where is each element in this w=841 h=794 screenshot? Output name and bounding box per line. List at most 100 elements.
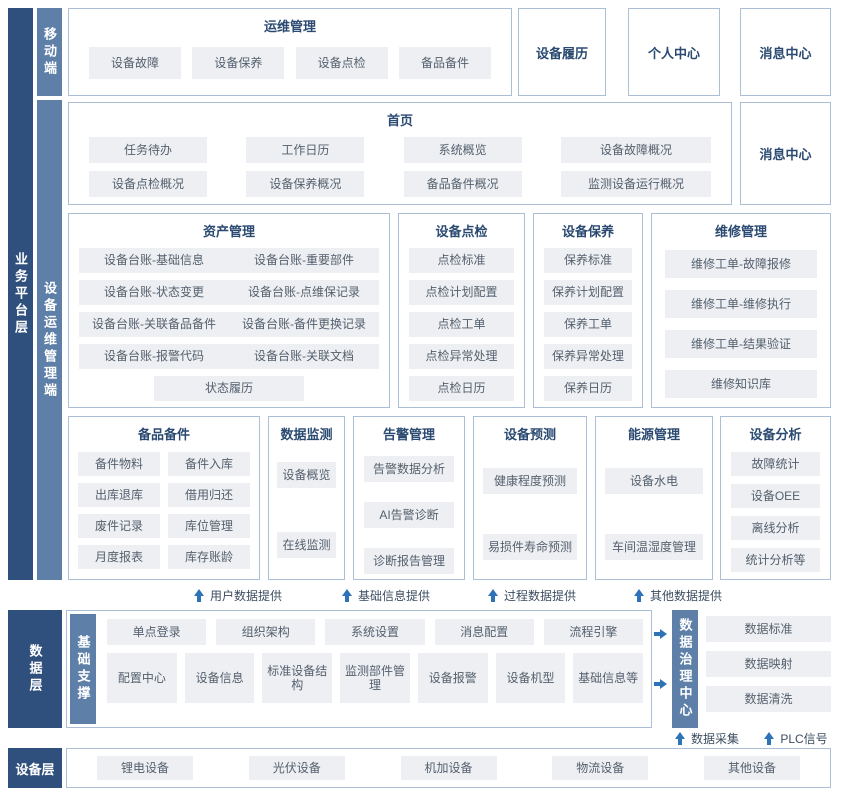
module-item: 设备台账-重要部件 <box>229 248 379 273</box>
module-item: 设备故障 <box>89 47 181 79</box>
panel-repair: 维修管理 维修工单-故障报修维修工单-维修执行维修工单-结果验证维修知识库 <box>651 213 831 408</box>
module-item: 设备点检 <box>295 47 388 79</box>
module-item: 备件入库 <box>168 452 250 476</box>
module-item: 故障统计 <box>731 452 820 476</box>
module-item: 保养标准 <box>544 248 632 273</box>
panel-upkeep: 设备保养 保养标准保养计划配置保养工单保养异常处理保养日历 <box>533 213 643 408</box>
module-item: 其他设备 <box>704 756 800 780</box>
module-item: 维修工单-维修执行 <box>665 290 817 318</box>
module-item: 配置中心 <box>107 653 177 703</box>
module-item: 设备台账-点维保记录 <box>229 280 379 305</box>
panel-title: 运维管理 <box>263 19 316 34</box>
module-item: 设备故障概况 <box>560 137 711 163</box>
module-item: 设备台账-状态变更 <box>79 280 229 305</box>
layer-label-business-platform: 业务平台层 <box>8 8 33 580</box>
spare-items: 备件物料备件入库出库退库借用归还废件记录库位管理月度报表库存账龄 <box>69 448 259 569</box>
module-item: 监测部件管理 <box>340 653 410 703</box>
module-item: 健康程度预测 <box>483 468 577 494</box>
flow-arrow-label: PLC信号 <box>780 731 828 746</box>
flow-arrow-user-data: 用户数据提供 <box>178 584 298 606</box>
module-item: 保养异常处理 <box>544 344 632 369</box>
module-item: 设备水电 <box>605 468 703 494</box>
module-item: 设备台账-备件更换记录 <box>229 312 379 337</box>
module-item: 保养工单 <box>544 312 632 337</box>
panel-title: 能源管理 <box>627 427 680 442</box>
module-item: 设备信息 <box>184 653 255 703</box>
flow-arrow-label: 用户数据提供 <box>209 588 282 603</box>
layer-label-device: 设备层 <box>8 748 62 788</box>
module-item: 设备报警 <box>417 653 488 703</box>
module-item: 工作日历 <box>246 137 365 163</box>
module-item: 点检标准 <box>409 248 514 273</box>
panel-title: 设备预测 <box>503 427 556 442</box>
module-item: 设备台账-关联备品备件 <box>79 312 229 337</box>
flow-arrow-label: 其他数据提供 <box>649 588 722 603</box>
module-item: 库位管理 <box>168 514 250 538</box>
panel-spare-parts: 备品备件 备件物料备件入库出库退库借用归还废件记录库位管理月度报表库存账龄 <box>68 416 260 580</box>
flow-arrow-other-data: 其他数据提供 <box>618 584 738 606</box>
module-item: 维修工单-结果验证 <box>665 330 817 358</box>
flow-arrow-plc-signal: PLC信号 <box>756 727 836 749</box>
panel-title: 设备分析 <box>749 427 802 442</box>
repair-items: 维修工单-故障报修维修工单-维修执行维修工单-结果验证维修知识库 <box>652 245 830 398</box>
module-item: 系统设置 <box>325 619 425 645</box>
panel-home: 首页 任务待办工作日历系统概览设备故障概况设备点检概况设备保养概况备品备件概况监… <box>68 102 732 205</box>
module-item: AI告警诊断 <box>364 502 454 528</box>
flow-arrow-label: 过程数据提供 <box>503 588 576 603</box>
module-item: 出库退库 <box>78 483 160 507</box>
panel-title: 设备保养 <box>561 224 614 239</box>
panel-title: 备品备件 <box>137 427 190 442</box>
layer-label-mobile: 移动端 <box>37 8 62 96</box>
module-item: 监测设备运行概况 <box>560 171 711 197</box>
up-arrow-icon <box>764 731 775 745</box>
panel-title: 告警管理 <box>382 427 435 442</box>
energy-items: 设备水电车间温湿度管理 <box>596 448 712 560</box>
device-items: 锂电设备光伏设备机加设备物流设备其他设备 <box>67 749 830 787</box>
module-item: 设备保养概况 <box>246 171 365 197</box>
up-arrow-icon <box>193 588 204 602</box>
panel-data-monitoring: 数据监测 设备概览在线监测 <box>268 416 345 580</box>
panel-device-prediction: 设备预测 健康程度预测易损件寿命预测 <box>473 416 587 580</box>
module-item: 维修知识库 <box>665 370 817 398</box>
module-item: 基础信息等 <box>573 653 644 703</box>
module-item: 设备概览 <box>277 462 336 488</box>
up-arrow-icon <box>341 588 352 602</box>
module-item: 单点登录 <box>107 619 207 645</box>
flow-arrow-label: 数据采集 <box>690 731 739 746</box>
layer-label-data: 数据层 <box>8 610 62 728</box>
module-item: 数据映射 <box>706 651 831 677</box>
flow-arrow-basic-info: 基础信息提供 <box>326 584 446 606</box>
panel-personal-center: 个人中心 <box>628 8 720 96</box>
module-item: 流程引擎 <box>543 619 644 645</box>
panel-title: 首页 <box>386 113 413 128</box>
home-items: 任务待办工作日历系统概览设备故障概况设备点检概况设备保养概况备品备件概况监测设备… <box>69 134 731 197</box>
module-item: 设备点检概况 <box>89 171 207 197</box>
module-item: 组织架构 <box>216 619 316 645</box>
governance-items: 数据标准数据映射数据清洗 <box>706 616 831 712</box>
module-item: 离线分析 <box>731 516 820 540</box>
asset-items: 设备台账-基础信息设备台账-重要部件设备台账-状态变更设备台账-点维保记录设备台… <box>69 245 389 401</box>
module-item: 设备OEE <box>731 484 820 508</box>
module-item: 设备台账-关联文档 <box>229 344 379 369</box>
module-item: 维修工单-故障报修 <box>665 250 817 278</box>
flow-arrow-process-data: 过程数据提供 <box>472 584 592 606</box>
module-item: 设备台账-基础信息 <box>79 248 229 273</box>
module-item: 告警数据分析 <box>364 456 454 482</box>
module-item: 光伏设备 <box>248 756 345 780</box>
module-item: 借用归还 <box>168 483 250 507</box>
right-arrow-icon <box>654 679 667 689</box>
module-item: 物流设备 <box>552 756 649 780</box>
panel-asset-management: 资产管理 设备台账-基础信息设备台账-重要部件设备台账-状态变更设备台账-点维保… <box>68 213 390 408</box>
module-item: 机加设备 <box>400 756 497 780</box>
predict-items: 健康程度预测易损件寿命预测 <box>474 448 586 560</box>
spot-check-items: 点检标准点检计划配置点检工单点检异常处理点检日历 <box>399 245 524 401</box>
flow-arrow-label: 基础信息提供 <box>357 588 430 603</box>
ops-items: 设备故障设备保养设备点检备品备件 <box>69 40 511 79</box>
panel-device-layer: 锂电设备光伏设备机加设备物流设备其他设备 <box>66 748 831 788</box>
panel-title: 资产管理 <box>202 224 255 239</box>
module-item: 系统概览 <box>403 137 522 163</box>
